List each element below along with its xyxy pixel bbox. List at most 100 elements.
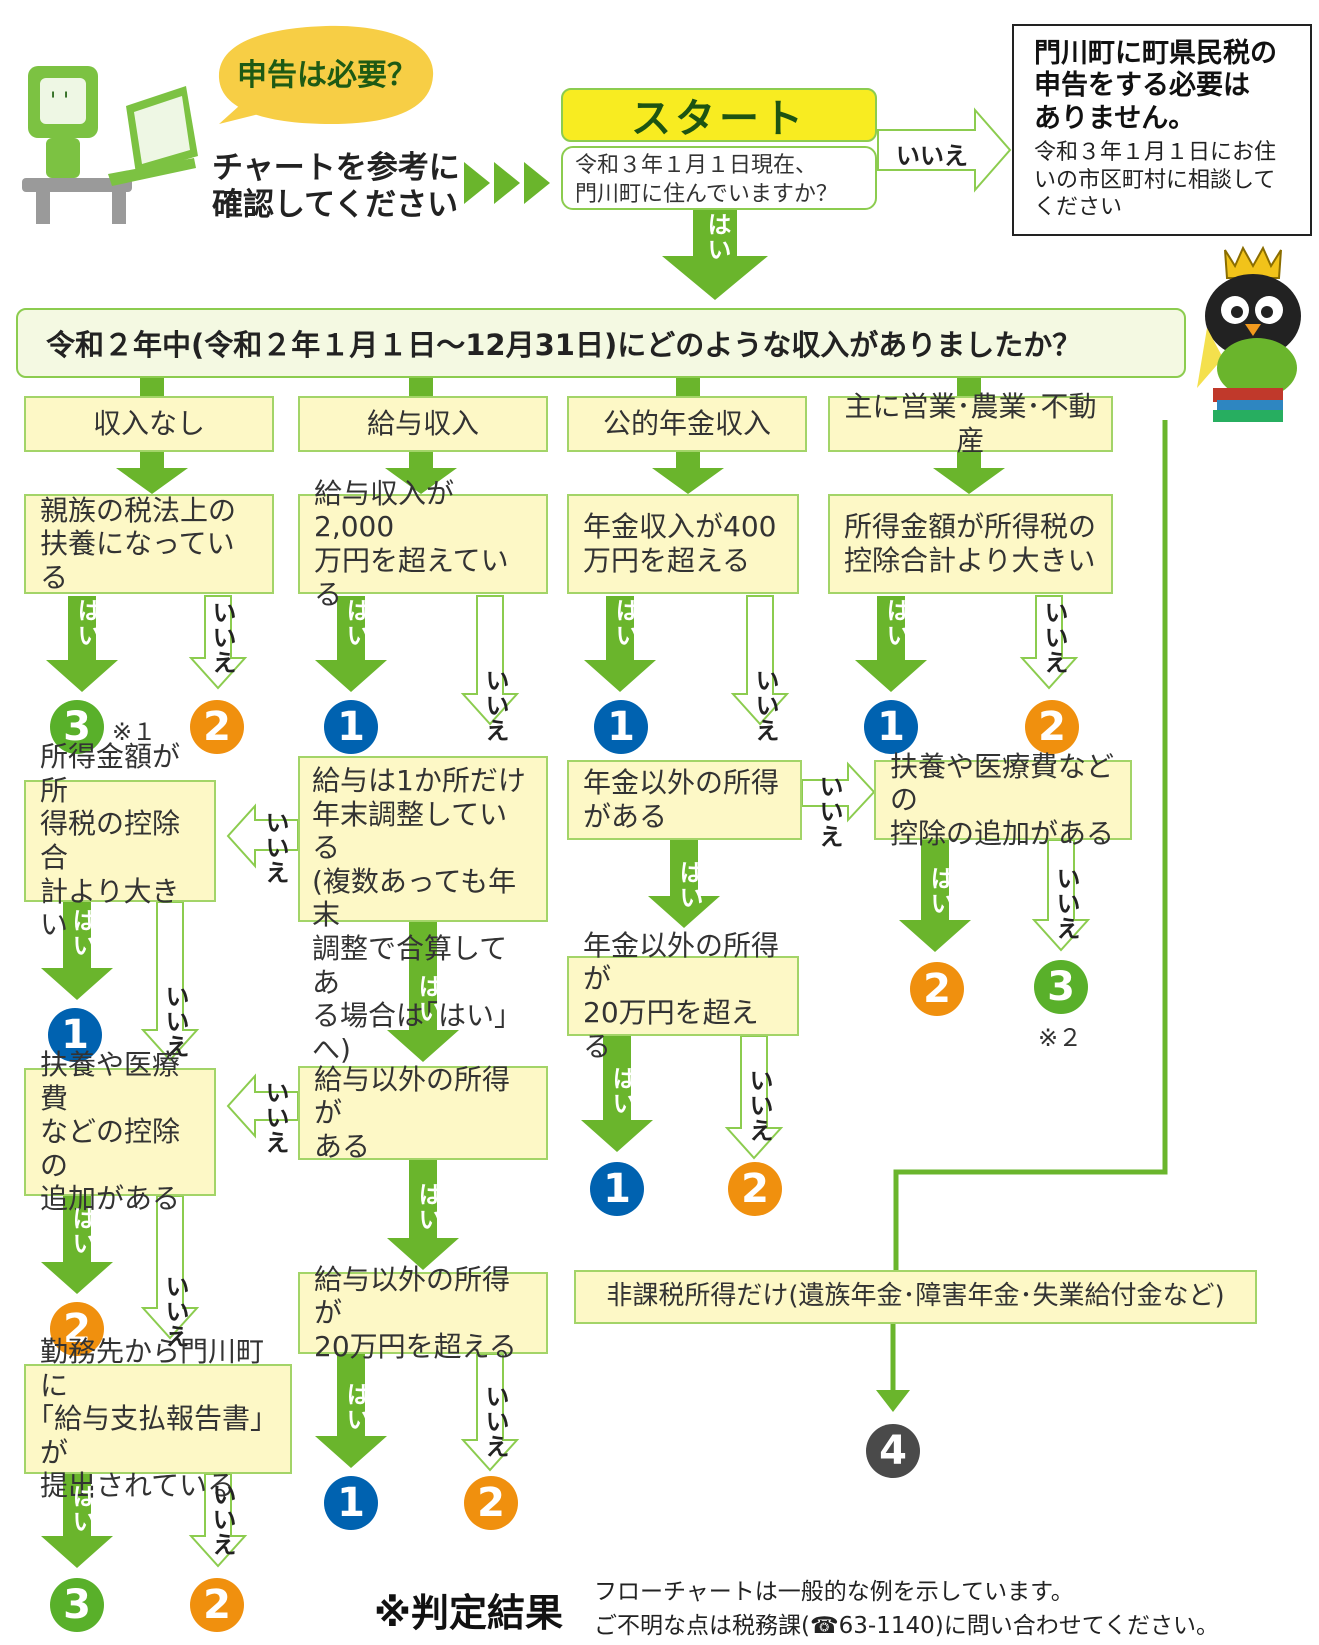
sal-yes-arrow [315, 596, 387, 692]
pen-no-label: いいえ [751, 668, 779, 743]
category-business: 主に営業･農業･不動産 [828, 390, 1113, 457]
result-1: 1 [864, 700, 918, 754]
left1-no-label: いいえ [161, 984, 189, 1059]
result-1: 1 [594, 700, 648, 754]
q-dependent: 親族の税法上の 扶養になっている [24, 494, 274, 594]
no-result-box: 門川町に町県民税の 申告をする必要は ありません。 令和３年１月１日にお住 いの… [1012, 24, 1312, 236]
yearend-no-label: いいえ [261, 810, 289, 885]
triple-arrow-icon [462, 158, 552, 208]
dedl-yes-label: はい [68, 1206, 96, 1256]
result-3: 3 [50, 1578, 104, 1632]
category-no-income: 収入なし [24, 396, 274, 452]
dep-no-label: いいえ [208, 600, 236, 675]
sal-no-label: いいえ [481, 668, 509, 743]
bubble-text: 申告は必要？ [237, 58, 417, 93]
yearend-no-arrow [226, 803, 299, 869]
category-salary: 給与収入 [298, 396, 548, 452]
dedr-yes-label: はい [926, 866, 954, 916]
q-non-salary-200k: 給与以外の所得が 20万円を超える [298, 1263, 548, 1363]
yearend-yes-arrow [387, 922, 459, 1062]
nsi-no-label: いいえ [261, 1080, 289, 1155]
dedl-no-label: いいえ [161, 1274, 189, 1349]
result-4: 4 [866, 1424, 920, 1478]
note-1: ※１ [112, 718, 157, 746]
q-pension-4m: 年金収入が400 万円を超える [567, 494, 799, 594]
business-line [893, 420, 1168, 1270]
mascot-computer-character: ' ' [16, 46, 201, 226]
npi-yes-label: はい [675, 860, 703, 910]
result-2: 2 [728, 1162, 782, 1216]
nsi-no-arrow [226, 1073, 299, 1139]
pen-yes-label: はい [611, 598, 639, 648]
dep-no-arrow [188, 595, 248, 690]
footer-label: ※判定結果 [374, 1591, 563, 1635]
dep-yes-arrow [46, 596, 118, 692]
dedr-yes-arrow [899, 840, 971, 952]
start-question: 令和３年１月１日現在、 門川町に住んでいますか？ [561, 146, 877, 210]
speech-bubble: 申告は必要？ [211, 20, 441, 130]
left1-yes-label: はい [68, 908, 96, 958]
npi-no-label: いいえ [815, 774, 843, 849]
q-deduction-added-right: 扶養や医療費などの 控除の追加がある [874, 750, 1132, 850]
q-salary-report: 勤務先から門川町に ｢給与支払報告書｣が 提出されている [24, 1335, 292, 1502]
sal-yes-label: はい [342, 598, 370, 648]
dedl-yes-arrow [41, 1196, 113, 1294]
left1-yes-arrow [41, 902, 113, 1000]
result-1: 1 [324, 1476, 378, 1530]
start-no-arrow [877, 107, 1012, 193]
nsi-yes-arrow [387, 1160, 459, 1270]
footer-line-1: フローチャートは一般的な例を示しています。 [594, 1579, 1074, 1605]
q-income-gt-deduct: 所得金額が所得税の 控除合計より大きい [828, 494, 1113, 594]
bus-yes-arrow [855, 596, 927, 692]
q-non-salary-income: 給与以外の所得が ある [298, 1063, 548, 1163]
ns200-yes-arrow [315, 1354, 387, 1468]
ns200-no-arrow [460, 1353, 520, 1472]
q-deduction-added-left: 扶養や医療費 などの控除の 追加がある [24, 1048, 216, 1215]
svg-text:' ': ' ' [50, 89, 69, 114]
ns200-yes-label: はい [342, 1382, 370, 1432]
dedr-no-label: いいえ [1052, 866, 1080, 941]
np200-no-arrow [724, 1035, 784, 1160]
q-salary-20m: 給与収入が2,000 万円を超えている [298, 477, 548, 611]
category-pension: 公的年金収入 [567, 396, 807, 452]
result-1: 1 [324, 700, 378, 754]
q-year-end-adjustment: 給与は1か所だけ 年末調整している (複数あっても年末 調整で合算してあ る場合… [298, 756, 548, 1066]
instruction-text: チャートを参考に 確認してください [212, 150, 460, 224]
dedr-no-arrow [1031, 839, 1091, 952]
ns200-no-label: いいえ [481, 1384, 509, 1459]
result-2: 2 [190, 1578, 244, 1632]
report-no-label: いいえ [208, 1482, 236, 1557]
no-result-title: 門川町に町県民税の 申告をする必要は ありません。 [1034, 38, 1277, 134]
bus-no-arrow [1019, 595, 1079, 690]
no-result-body: 令和３年１月１日にお住 いの市区町村に相談して ください [1034, 140, 1277, 221]
report-yes-arrow [41, 1474, 113, 1568]
mascot-penguin [1183, 238, 1319, 430]
np200-no-label: いいえ [745, 1068, 773, 1143]
result-2: 2 [464, 1476, 518, 1530]
result-2: 2 [1025, 700, 1079, 754]
result-1: 1 [590, 1162, 644, 1216]
main-question: 令和２年中(令和２年１月１日～12月31日)にどのような収入がありましたか？ [16, 308, 1186, 378]
dedl-no-arrow [140, 1195, 200, 1340]
start-no-label: いいえ [896, 142, 968, 170]
result-2: 2 [190, 700, 244, 754]
report-no-arrow [188, 1473, 248, 1568]
result-1: 1 [48, 1008, 102, 1062]
bus-yes-label: はい [882, 598, 910, 648]
report-yes-label: はい [68, 1484, 96, 1534]
yearend-yes-label: はい [414, 974, 442, 1024]
npi-no-arrow [801, 761, 876, 823]
result-2: 2 [910, 962, 964, 1016]
footer-line-2: ご不明な点は税務課(☎63-1140)に問い合わせてください。 [594, 1613, 1220, 1639]
q-income-gt-deduct-left: 所得金額が所 得税の控除合 計より大きい [24, 740, 216, 941]
bus-no-label: いいえ [1040, 600, 1068, 675]
sal-no-arrow [460, 595, 520, 726]
npi-yes-arrow [648, 840, 720, 928]
np200-yes-arrow [581, 1036, 653, 1152]
q-non-pension-income: 年金以外の所得 がある [567, 760, 802, 840]
left1-no-arrow [140, 901, 200, 1062]
result-3: 3 [1034, 960, 1088, 1014]
np200-yes-label: はい [608, 1066, 636, 1116]
note-2: ※２ [1038, 1024, 1083, 1052]
